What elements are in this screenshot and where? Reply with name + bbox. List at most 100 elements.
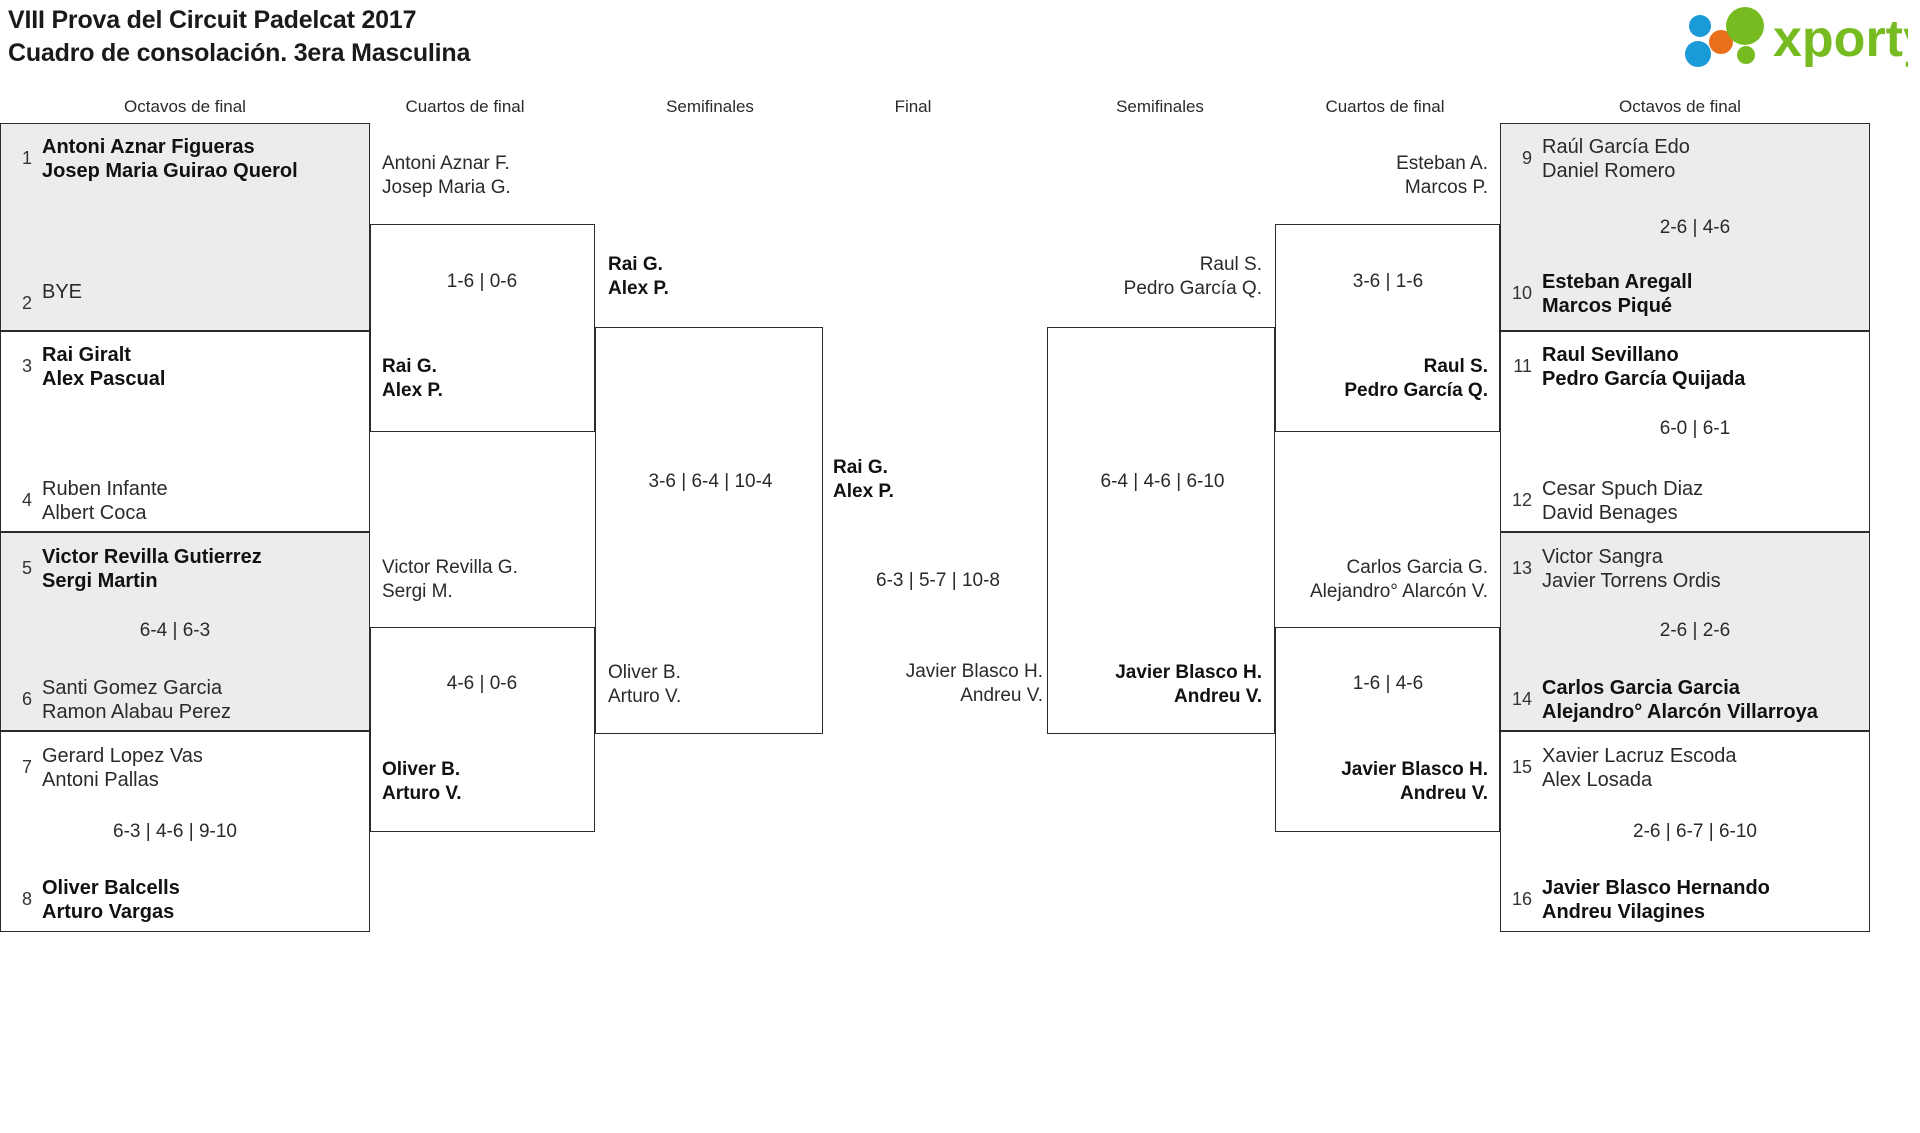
player-names: Esteban Aregall Marcos Piqué [1532,270,1692,318]
player-name-1: Rai G. [382,356,437,377]
seed-number: 13 [1511,558,1532,578]
match-box-rqf2[interactable] [1275,627,1500,832]
player-name-2: Alex P. [608,278,669,299]
player-name-2: Marcos Piqué [1542,295,1673,317]
match-score-l4: 6-3 | 4-6 | 9-10 [113,821,237,842]
qf2-bottom-team: Oliver B. Arturo V. [382,758,462,806]
match-box-l4[interactable] [0,731,370,932]
player-names: BYE [32,280,82,304]
title-line-2: Cuadro de consolación. 3era Masculina [8,39,471,67]
seed-number: 5 [21,558,32,578]
player-name-1: Antoni Aznar F. [382,153,510,174]
player-name-1: Santi Gomez Garcia [42,677,223,699]
player-name-1: Carlos Garcia G. [1346,557,1488,578]
column-header-semifinales-left: Semifinales [666,97,754,116]
xporty-logo: xporty [1678,6,1908,68]
player-name-2: Andreu V. [960,685,1043,706]
seed-row-5: 5 Victor Revilla Gutierrez Sergi Martin [8,545,262,593]
player-name-1: Raul S. [1423,356,1488,377]
match-box-r4[interactable] [1500,731,1870,932]
player-name-1: Rai Giralt [42,344,131,366]
seed-number: 15 [1511,757,1532,777]
player-name-2: Andreu V. [1400,783,1488,804]
seed-row-7: 7 Gerard Lopez Vas Antoni Pallas [8,744,203,792]
final-bottom-team: Javier Blasco H. Andreu V. [833,660,1043,708]
player-name-1: Antoni Aznar Figueras [42,136,255,158]
match-score-lsf: 3-6 | 6-4 | 10-4 [648,471,773,492]
page-title: VIII Prova del Circuit Padelcat 2017 Cua… [8,4,470,70]
seed-number: 1 [21,148,32,168]
player-names: Xavier Lacruz Escoda Alex Losada [1532,744,1737,792]
player-name-1: Rai G. [608,254,663,275]
qf1-bottom-team: Rai G. Alex P. [382,355,443,403]
seed-number: 9 [1521,148,1532,168]
player-name-2: Javier Torrens Ordis [1542,570,1721,592]
player-name-1: Gerard Lopez Vas [42,745,203,767]
player-name-1: Victor Revilla G. [382,557,518,578]
match-score-rqf1: 3-6 | 1-6 [1352,271,1424,292]
sf-left-top-team: Rai G. Alex P. [608,253,669,301]
player-name-1: Javier Blasco H. [905,661,1043,682]
match-box-lqf2[interactable] [370,627,595,832]
match-box-r2[interactable] [1500,331,1870,532]
column-header-final: Final [894,97,932,116]
match-box-rsf[interactable] [1047,327,1275,734]
player-names: Carlos Garcia Garcia Alejandro° Alarcón … [1532,676,1818,724]
rqf2-top-team: Carlos Garcia G. Alejandro° Alarcón V. [1288,556,1488,604]
player-names: Javier Blasco Hernando Andreu Vilagines [1532,876,1770,924]
seed-number: 11 [1513,356,1532,376]
player-name-1: Esteban Aregall [1542,271,1693,293]
match-score-rqf2: 1-6 | 4-6 [1352,673,1424,694]
seed-row-1: 1 Antoni Aznar Figueras Josep Maria Guir… [8,135,298,183]
match-box-lqf1[interactable] [370,224,595,432]
player-names: Raul Sevillano Pedro García Quijada [1532,343,1745,391]
seed-row-14: 14 Carlos Garcia Garcia Alejandro° Alarc… [1508,676,1818,724]
player-name-2: Alejandro° Alarcón Villarroya [1542,701,1818,723]
player-name-2: Sergi Martin [42,570,158,592]
seed-row-13: 13 Victor Sangra Javier Torrens Ordis [1508,545,1721,593]
seed-number: 12 [1511,490,1532,510]
player-name-1: Victor Sangra [1542,546,1663,568]
player-names: Rai Giralt Alex Pascual [32,343,165,391]
seed-number: 6 [21,689,32,709]
player-name-1: Victor Revilla Gutierrez [42,546,262,568]
match-box-lsf[interactable] [595,327,823,734]
player-name-1: Oliver Balcells [42,877,180,899]
rqf1-top-team: Esteban A. Marcos P. [1288,152,1488,200]
seed-row-2: 2 BYE [8,280,82,315]
player-name-1: Javier Blasco Hernando [1542,877,1770,899]
seed-number: 10 [1511,283,1532,303]
svg-text:xporty: xporty [1773,10,1908,68]
match-box-rqf1[interactable] [1275,224,1500,432]
match-score-final: 6-3 | 5-7 | 10-8 [876,570,1000,591]
seed-row-3: 3 Rai Giralt Alex Pascual [8,343,165,391]
player-names: Raúl García Edo Daniel Romero [1532,135,1690,183]
player-name-2: Daniel Romero [1542,160,1676,182]
column-header-cuartos-right: Cuartos de final [1325,97,1445,116]
match-box-r1[interactable] [1500,123,1870,331]
match-box-l3[interactable] [0,532,370,731]
match-box-r3[interactable] [1500,532,1870,731]
player-name-2: Andreu Vilagines [1542,901,1706,923]
player-name-2: Alex Losada [1542,769,1653,791]
player-names: Cesar Spuch Diaz David Benages [1532,477,1703,525]
player-name-2: Antoni Pallas [42,769,159,791]
match-box-l1[interactable] [0,123,370,331]
player-names: Antoni Aznar Figueras Josep Maria Guirao… [32,135,298,183]
player-name-1: Javier Blasco H. [1115,662,1262,683]
seed-row-11: 11 Raul Sevillano Pedro García Quijada [1508,343,1745,391]
player-name-1: Esteban A. [1396,153,1488,174]
player-name-2: Arturo V. [608,686,682,707]
seed-number: 2 [21,293,32,313]
player-name-1: BYE [42,281,83,303]
player-name-1: Raul S. [1199,254,1262,275]
match-box-l2[interactable] [0,331,370,532]
player-name-2: Pedro García Q. [1123,278,1262,299]
player-names: Victor Revilla Gutierrez Sergi Martin [32,545,262,593]
match-score-l3: 6-4 | 6-3 [139,620,211,641]
player-name-1: Raul Sevillano [1542,344,1679,366]
sf-right-bottom-team: Javier Blasco H. Andreu V. [1060,661,1262,709]
seed-number: 16 [1511,889,1532,909]
xporty-logo-svg: xporty [1685,7,1908,68]
title-line-1: VIII Prova del Circuit Padelcat 2017 [8,6,417,34]
